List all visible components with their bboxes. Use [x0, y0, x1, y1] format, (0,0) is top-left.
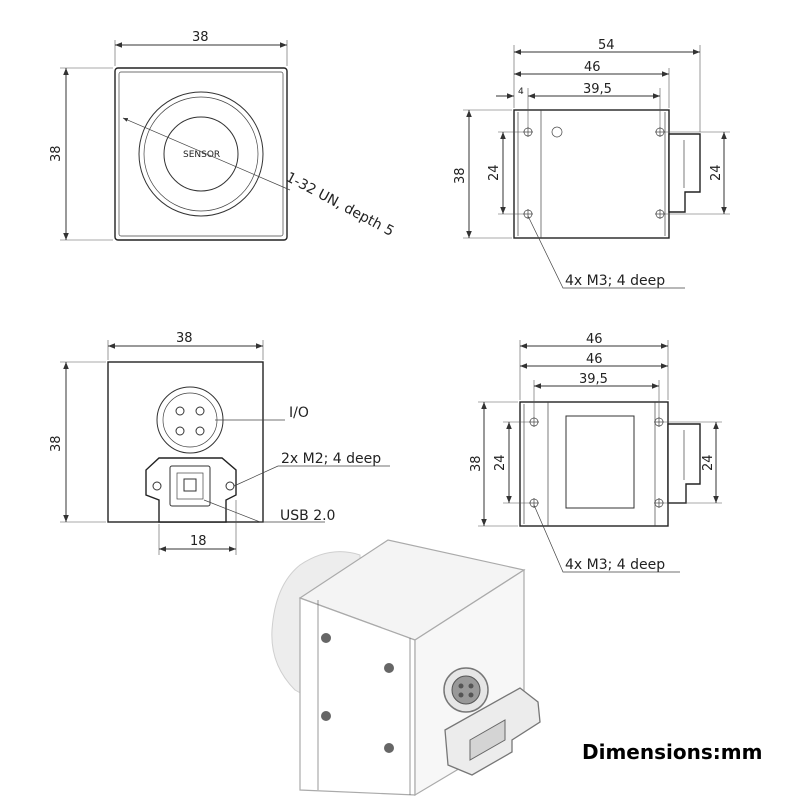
usb-port-outer: [169, 465, 211, 507]
side-flange-label: 4: [518, 87, 524, 97]
io-pin: [175, 426, 185, 436]
side-view: 54 46 39,5 4 38 24 24 4x M3; 4 deep: [453, 38, 730, 289]
side-body: [513, 109, 670, 239]
front-body-outline: [114, 67, 288, 241]
back-width-label: 38: [176, 331, 193, 346]
m2-screw-hole: [152, 481, 162, 491]
thread-leader: [122, 117, 291, 191]
back-height-label: 38: [49, 435, 64, 452]
io-note: I/O: [289, 405, 309, 421]
bottom-mount-note: 4x M3; 4 deep: [565, 557, 665, 573]
bottom-mount-leader: [533, 504, 680, 573]
bottom-label-window: [565, 415, 635, 509]
io-pin: [195, 426, 205, 436]
io-pin: [175, 406, 185, 416]
screw-head: [384, 663, 394, 673]
side-hole-label: 39,5: [583, 82, 612, 97]
side-hole-right-label: 24: [709, 164, 724, 181]
side-connector: [668, 133, 701, 213]
side-small-hole: [551, 126, 563, 138]
usb-width-label: 18: [190, 534, 207, 549]
side-height-label: 38: [453, 167, 468, 184]
usb-port-inner: [176, 472, 204, 500]
bottom-view: 46 46 39,5 38 24 24 4x M3; 4 deep: [469, 332, 722, 573]
screw-note: 2x M2; 4 deep: [281, 451, 381, 467]
io-pin: [195, 406, 205, 416]
lens-mount-outer: [138, 91, 264, 217]
usb-note: USB 2.0: [280, 508, 335, 524]
front-view: SENSOR 1-32 UN, depth 5 38 38: [49, 30, 397, 241]
side-mount-note: 4x M3; 4 deep: [565, 273, 665, 289]
render-screw-heads: [321, 633, 394, 753]
bottom-outer-label: 46: [586, 332, 603, 347]
usb-port-tongue: [183, 478, 197, 492]
bottom-hole-right-label: 24: [701, 454, 716, 471]
usb-leader: [203, 499, 325, 523]
side-total-label: 54: [598, 38, 615, 53]
screw-leader: [233, 465, 390, 487]
bottom-hole-left-label: 24: [493, 454, 508, 471]
front-body-inner: [118, 71, 284, 237]
front-width-label: 38: [192, 30, 209, 45]
bottom-body: [519, 401, 669, 527]
thread-note: 1-32 UN, depth 5: [283, 169, 396, 239]
side-body-label: 46: [584, 60, 601, 75]
camera-isometric-render: [271, 539, 541, 797]
usb-bracket: [145, 457, 237, 523]
back-view: 38 38 18 I/O 2x M2; 4 deep USB 2.0: [49, 331, 390, 555]
front-height-label: 38: [49, 145, 64, 162]
sensor-label: SENSOR: [183, 150, 220, 160]
bottom-height-label: 38: [469, 455, 484, 472]
units-caption: Dimensions:mm: [582, 740, 763, 764]
side-mount-leader: [527, 215, 685, 289]
side-hole-left-label: 24: [487, 164, 502, 181]
lens-mount-ring: [143, 96, 259, 212]
sensor-circle: [163, 116, 239, 192]
bottom-inner-label: 46: [586, 352, 603, 367]
screw-head: [321, 633, 331, 643]
screw-head: [384, 743, 394, 753]
bottom-hole-label: 39,5: [579, 372, 608, 387]
io-pins: [175, 406, 205, 436]
screw-head: [321, 711, 331, 721]
